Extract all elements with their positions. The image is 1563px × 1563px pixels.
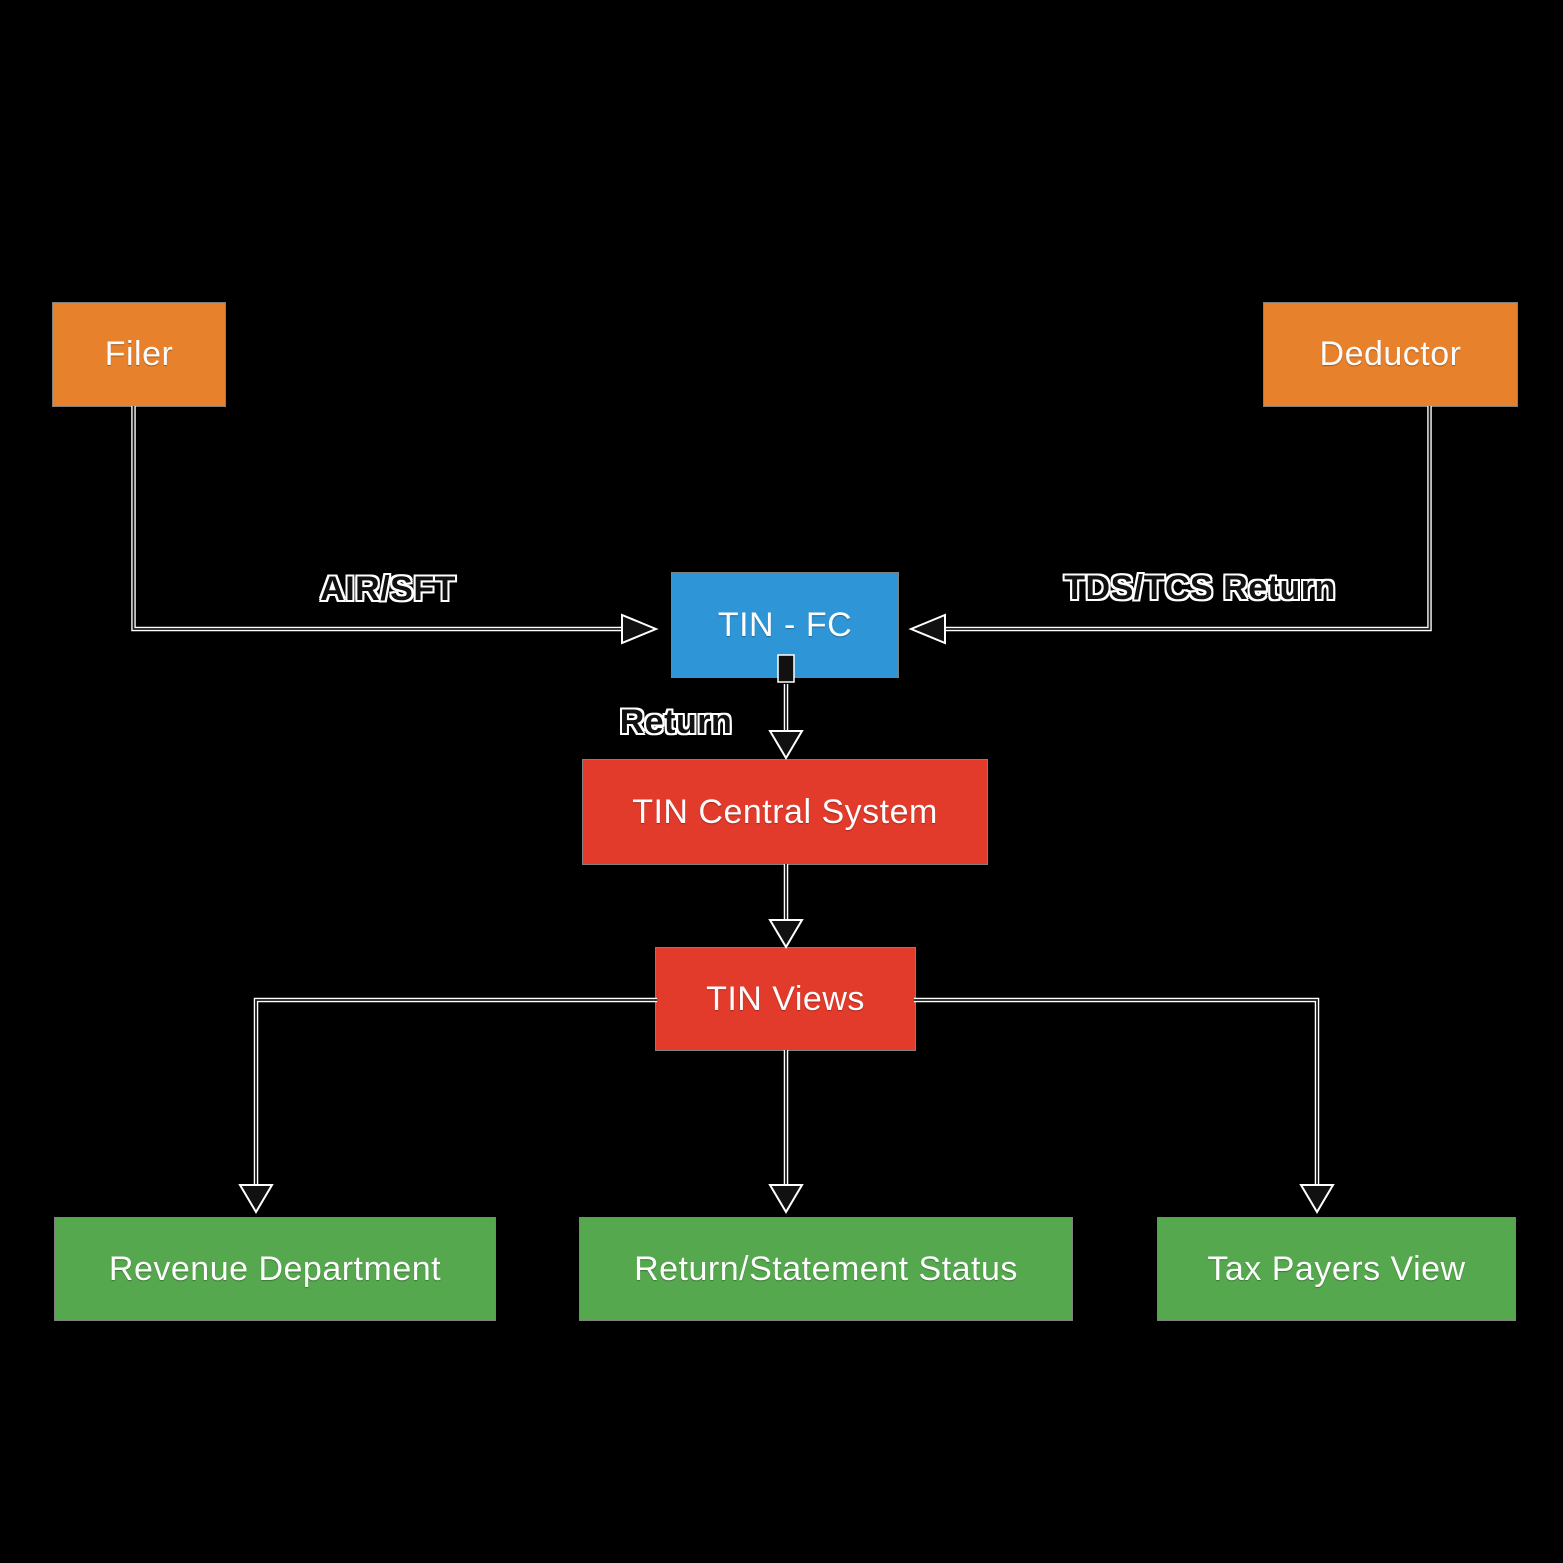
node-tax-payers-view: Tax Payers View bbox=[1158, 1218, 1515, 1320]
arrowhead-down-icon bbox=[238, 1184, 274, 1214]
arrowhead-down-icon bbox=[768, 1184, 804, 1214]
edge-label-return: Return bbox=[619, 703, 733, 741]
node-deductor: Deductor bbox=[1264, 303, 1517, 406]
arrowhead-right-icon bbox=[621, 613, 659, 645]
edge-views-to-taxpayers bbox=[914, 997, 1335, 1214]
node-tin-views-label: TIN Views bbox=[706, 979, 865, 1018]
node-revenue-department: Revenue Department bbox=[55, 1218, 495, 1320]
edge-label-tds-tcs-return: TDS/TCS Return bbox=[1064, 569, 1336, 607]
edge-label-air-sft: AIR/SFT bbox=[320, 570, 456, 608]
node-deductor-label: Deductor bbox=[1319, 335, 1462, 373]
arrowhead-left-icon bbox=[908, 613, 946, 645]
node-filer-label: Filer bbox=[104, 335, 174, 373]
node-tin-fc-label: TIN - FC bbox=[717, 605, 853, 644]
edge-views-to-status bbox=[768, 1050, 804, 1214]
node-tin-central-system-label: TIN Central System bbox=[632, 792, 938, 831]
arrowhead-down-icon bbox=[768, 919, 804, 949]
node-tin-views: TIN Views bbox=[656, 948, 915, 1050]
node-filer: Filer bbox=[53, 303, 225, 406]
edge-central-to-views bbox=[768, 864, 804, 949]
node-return-statement-status-label: Return/Statement Status bbox=[634, 1249, 1018, 1288]
arrowhead-down-icon bbox=[768, 730, 804, 760]
node-tax-payers-view-label: Tax Payers View bbox=[1207, 1249, 1466, 1288]
edge-views-to-revenue bbox=[238, 997, 657, 1214]
node-revenue-department-label: Revenue Department bbox=[108, 1249, 442, 1288]
node-return-statement-status: Return/Statement Status bbox=[580, 1218, 1072, 1320]
node-tin-fc: TIN - FC bbox=[672, 573, 898, 677]
arrowhead-down-icon bbox=[1299, 1184, 1335, 1214]
node-tin-central-system: TIN Central System bbox=[583, 760, 987, 864]
